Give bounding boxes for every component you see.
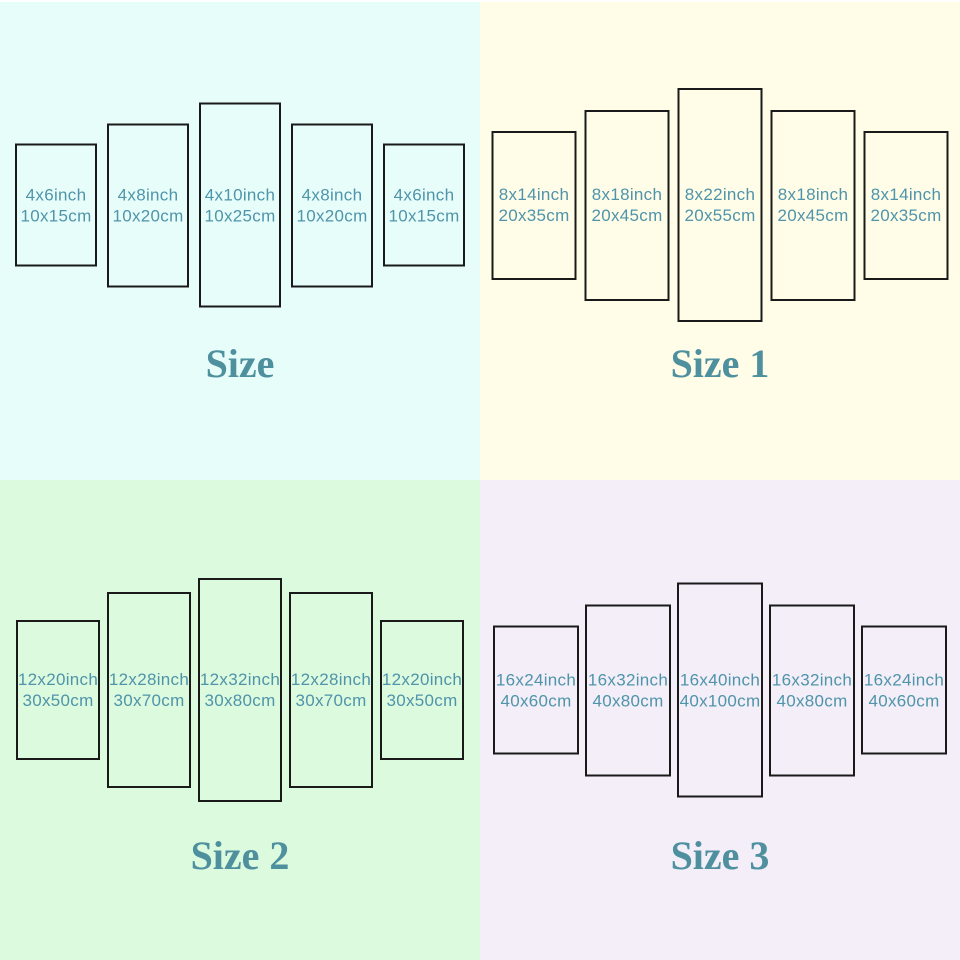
canvas-panel: 4x6inch 10x15cm (15, 143, 97, 267)
panel-label: 16x24inch 40x60cm (496, 669, 576, 711)
panel-label: 12x32inch 30x80cm (200, 669, 280, 711)
quadrant-size-1: 8x14inch 20x35cm 8x18inch 20x45cm 8x22in… (480, 0, 960, 480)
quadrant-size-2: 12x20inch 30x50cm 12x28inch 30x70cm 12x3… (0, 480, 480, 960)
panel-size-inch: 4x8inch (301, 185, 363, 204)
panel-size-cm: 40x60cm (868, 691, 940, 710)
panel-size-cm: 10x15cm (20, 206, 92, 225)
panel-label: 8x14inch 20x35cm (870, 184, 941, 226)
panel-size-cm: 30x70cm (295, 691, 367, 710)
panel-label: 4x8inch 10x20cm (296, 184, 367, 226)
panel-label: 4x6inch 10x15cm (20, 184, 91, 226)
top-edge-strip (0, 0, 960, 2)
panel-size-inch: 16x40inch (679, 670, 761, 689)
canvas-panel: 12x28inch 30x70cm (107, 592, 191, 788)
panel-label: 12x28inch 30x70cm (109, 669, 189, 711)
panel-label: 12x20inch 30x50cm (382, 669, 462, 711)
panel-size-inch: 12x28inch (108, 670, 190, 689)
quadrant-size-3: 16x24inch 40x60cm 16x32inch 40x80cm 16x4… (480, 480, 960, 960)
panel-group: 16x24inch 40x60cm 16x32inch 40x80cm 16x4… (493, 582, 947, 798)
canvas-panel: 12x28inch 30x70cm (289, 592, 373, 788)
canvas-panel: 12x32inch 30x80cm (198, 578, 282, 802)
canvas-panel: 16x24inch 40x60cm (861, 625, 947, 755)
panel-size-inch: 12x32inch (199, 670, 281, 689)
panel-size-inch: 16x32inch (771, 670, 853, 689)
canvas-panel: 8x22inch 20x55cm (677, 88, 763, 322)
panel-size-inch: 16x32inch (587, 670, 669, 689)
panel-label: 16x40inch 40x100cm (680, 669, 761, 711)
panel-size-cm: 20x35cm (498, 206, 570, 225)
panel-group: 4x6inch 10x15cm 4x8inch 10x20cm 4x10inch… (15, 102, 465, 308)
panel-size-cm: 30x70cm (113, 691, 185, 710)
panel-size-cm: 40x60cm (500, 691, 572, 710)
panel-size-cm: 40x80cm (592, 691, 664, 710)
panel-label: 16x32inch 40x80cm (772, 669, 852, 711)
panel-size-cm: 20x35cm (870, 206, 942, 225)
panel-size-inch: 16x24inch (495, 670, 577, 689)
panel-size-inch: 8x22inch (684, 185, 756, 204)
quadrant-size: 4x6inch 10x15cm 4x8inch 10x20cm 4x10inch… (0, 0, 480, 480)
panel-size-inch: 12x28inch (290, 670, 372, 689)
panel-size-cm: 10x20cm (112, 206, 184, 225)
canvas-panel: 12x20inch 30x50cm (16, 620, 100, 760)
panel-label: 12x28inch 30x70cm (291, 669, 371, 711)
panel-label: 4x6inch 10x15cm (388, 184, 459, 226)
panel-size-inch: 4x6inch (393, 185, 455, 204)
panel-label: 8x14inch 20x35cm (498, 184, 569, 226)
quadrant-title: Size 3 (670, 833, 770, 878)
panel-label: 4x10inch 10x25cm (204, 184, 275, 226)
panel-size-inch: 8x14inch (870, 185, 942, 204)
canvas-panel: 4x8inch 10x20cm (107, 123, 189, 287)
panel-size-inch: 12x20inch (17, 670, 99, 689)
panel-size-inch: 8x14inch (498, 185, 570, 204)
canvas-panel: 16x40inch 40x100cm (677, 582, 763, 798)
panel-size-inch: 4x8inch (117, 185, 179, 204)
canvas-panel: 8x18inch 20x45cm (770, 109, 856, 301)
quadrant-title: Size (205, 341, 275, 386)
canvas-panel: 4x6inch 10x15cm (383, 143, 465, 267)
panel-size-cm: 20x55cm (684, 206, 756, 225)
canvas-panel: 16x24inch 40x60cm (493, 625, 579, 755)
panel-group: 12x20inch 30x50cm 12x28inch 30x70cm 12x3… (16, 578, 464, 802)
quadrant-title: Size 2 (190, 833, 290, 878)
panel-label: 4x8inch 10x20cm (112, 184, 183, 226)
panel-size-inch: 8x18inch (777, 185, 849, 204)
panel-size-inch: 16x24inch (863, 670, 945, 689)
panel-size-inch: 4x6inch (25, 185, 87, 204)
canvas-panel: 12x20inch 30x50cm (380, 620, 464, 760)
panel-size-cm: 10x15cm (388, 206, 460, 225)
canvas-panel: 16x32inch 40x80cm (585, 604, 671, 776)
panel-size-inch: 8x18inch (591, 185, 663, 204)
panel-size-cm: 40x100cm (679, 691, 761, 710)
panel-size-cm: 10x25cm (204, 206, 276, 225)
panel-size-cm: 30x80cm (204, 691, 276, 710)
panel-group: 8x14inch 20x35cm 8x18inch 20x45cm 8x22in… (491, 88, 949, 322)
panel-size-cm: 30x50cm (22, 691, 94, 710)
canvas-panel: 8x18inch 20x45cm (584, 109, 670, 301)
panel-size-cm: 30x50cm (386, 691, 458, 710)
panel-size-inch: 4x10inch (204, 185, 276, 204)
panel-label: 16x32inch 40x80cm (588, 669, 668, 711)
canvas-panel: 8x14inch 20x35cm (863, 130, 949, 280)
panel-label: 12x20inch 30x50cm (18, 669, 98, 711)
canvas-panel: 16x32inch 40x80cm (769, 604, 855, 776)
panel-label: 16x24inch 40x60cm (864, 669, 944, 711)
canvas-panel: 8x14inch 20x35cm (491, 130, 577, 280)
panel-label: 8x22inch 20x55cm (684, 184, 755, 226)
panel-size-cm: 20x45cm (591, 206, 663, 225)
quadrant-title: Size 1 (670, 341, 770, 386)
panel-label: 8x18inch 20x45cm (591, 184, 662, 226)
panel-size-inch: 12x20inch (381, 670, 463, 689)
canvas-panel: 4x10inch 10x25cm (199, 102, 281, 308)
canvas-panel: 4x8inch 10x20cm (291, 123, 373, 287)
panel-size-cm: 10x20cm (296, 206, 368, 225)
panel-size-cm: 20x45cm (777, 206, 849, 225)
panel-label: 8x18inch 20x45cm (777, 184, 848, 226)
panel-size-cm: 40x80cm (776, 691, 848, 710)
